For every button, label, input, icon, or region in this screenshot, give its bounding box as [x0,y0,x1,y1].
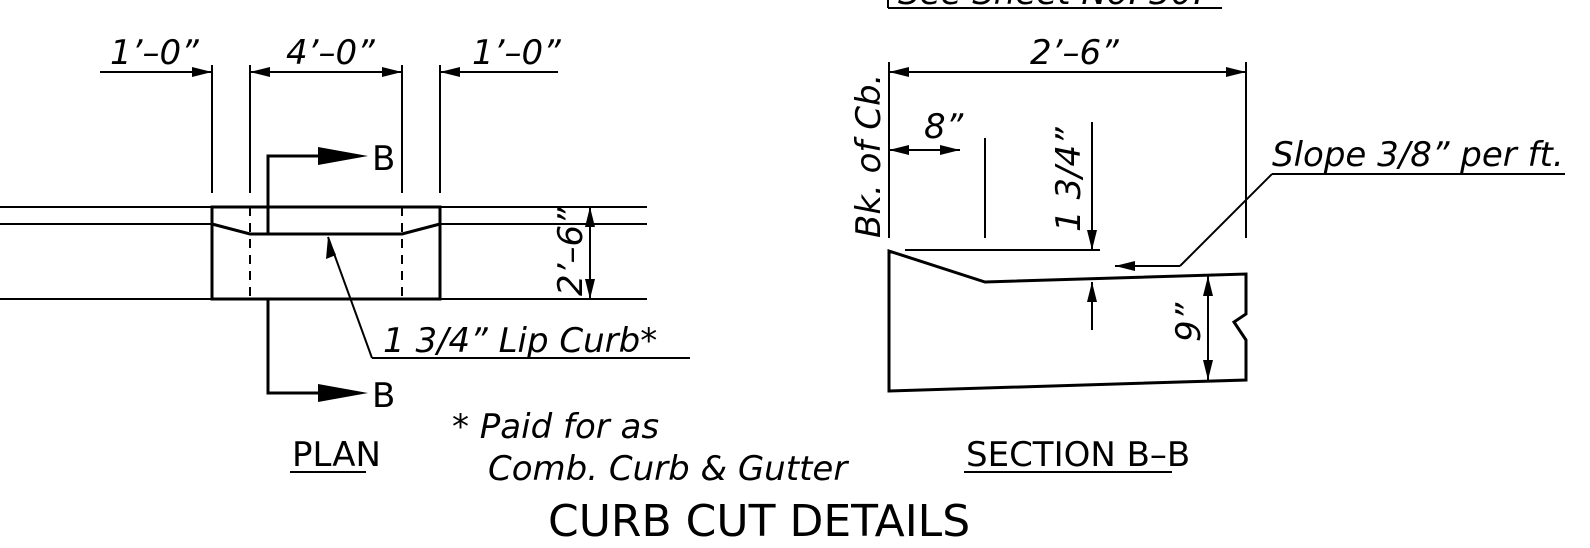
slope-note: Slope 3/8” per ft. [1272,135,1564,175]
section-label: SECTION B–B [966,435,1190,475]
plan-dim-right: 1’–0” [472,33,561,73]
section-marker-bottom: B [372,376,395,416]
back-of-curb-label: Bk. of Cb. [849,74,889,238]
plan-label: PLAN [292,435,381,475]
curb-cut-outline [210,205,442,301]
section-view: 2’–6” Bk. of Cb. 8” 1 3/4” Slope 3/8” pe… [849,33,1565,475]
plan-dim-left: 1’–0” [110,33,199,73]
section-dim-overall: 2’–6” [1030,33,1119,73]
section-dim-drop: 1 3/4” [1049,127,1089,232]
footnote-line1: * Paid for as [452,407,659,447]
plan-view: 1’–0” 4’–0” 1’–0” 2’–6” B B 1 3/4” Lip C… [0,33,690,475]
section-marker-top: B [372,139,395,179]
section-dim-depth: 9” [1169,302,1209,342]
gutter-profile [887,248,1248,393]
plan-dim-center: 4’–0” [286,33,375,73]
header-note: See Sheet No. 30. [887,0,1222,13]
section-dim-back: 8” [924,107,964,147]
plan-dim-width: 2’–6” [551,207,591,296]
header-note-text: See Sheet No. 30. [898,0,1203,13]
lip-curb-note: 1 3/4” Lip Curb* [383,321,657,361]
drawing-title: CURB CUT DETAILS [548,496,970,547]
footnote: * Paid for as Comb. Curb & Gutter [452,407,849,489]
footnote-line2: Comb. Curb & Gutter [488,449,849,489]
